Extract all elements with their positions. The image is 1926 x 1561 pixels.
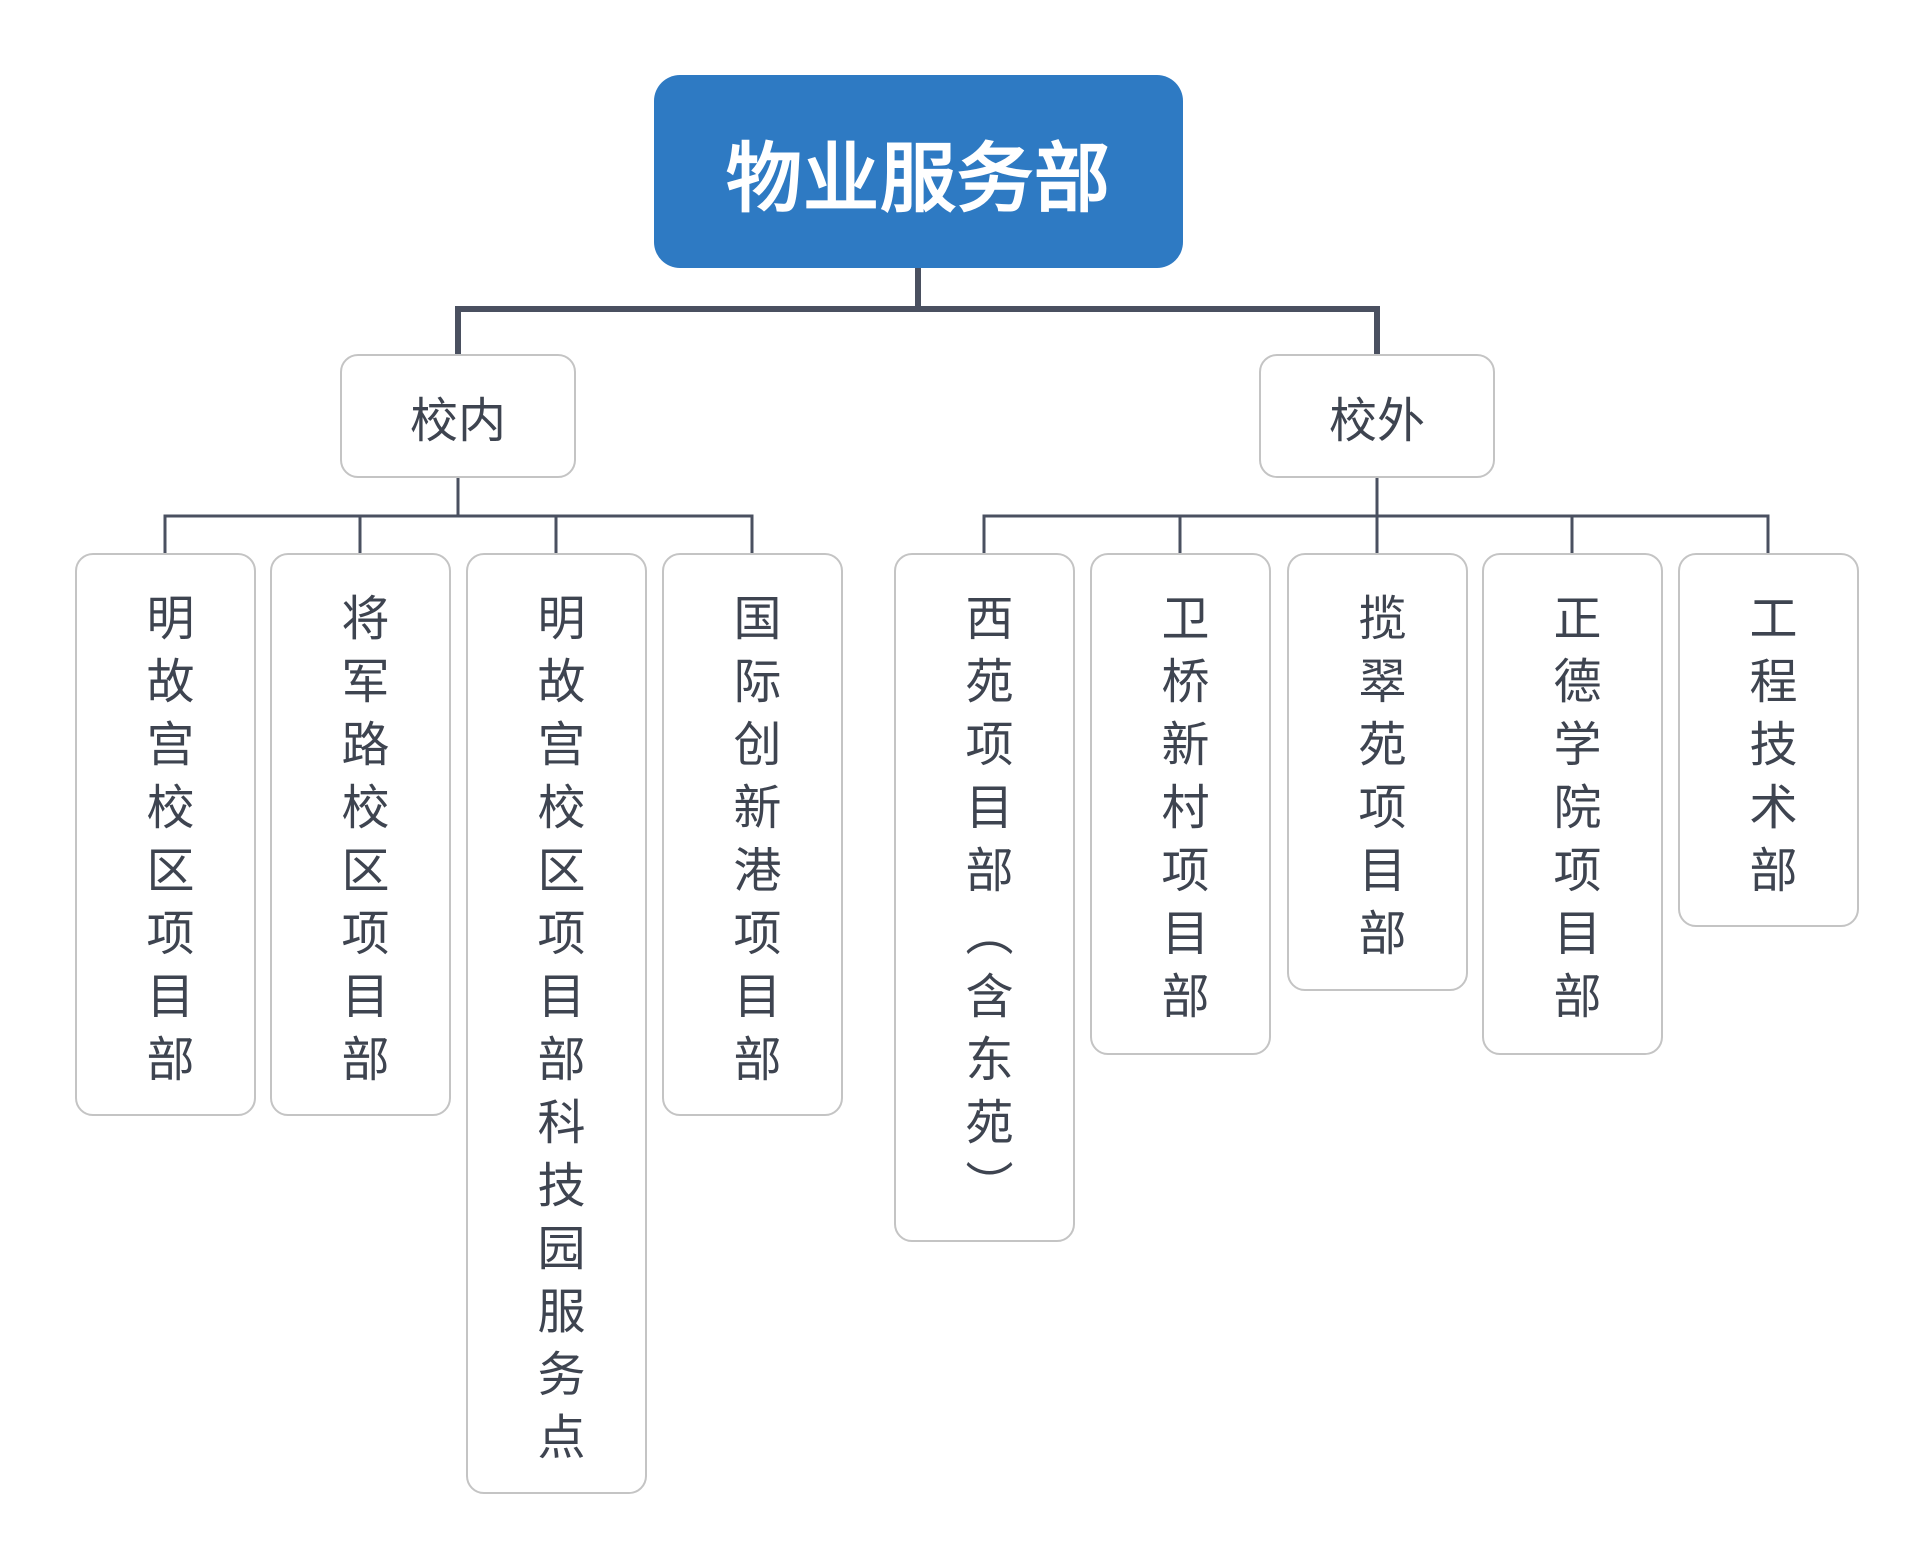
leaf-node-label: 西苑项目部（含东苑） [956,593,1013,1223]
root-node-label: 物业服务部 [726,133,1111,223]
leaf-node-label: 卫桥新村项目部 [1152,593,1209,1034]
leaf-node-label: 工程技术部 [1740,593,1797,908]
leaf-node-label: 揽翠苑项目部 [1349,593,1406,971]
leaf-node: 卫桥新村项目部 [1090,553,1271,1055]
group-node-off-campus: 校外 [1259,354,1495,478]
leaf-node: 工程技术部 [1678,553,1859,927]
root-node: 物业服务部 [654,75,1183,268]
group-node-label: 校外 [1328,393,1425,449]
leaf-node: 揽翠苑项目部 [1287,553,1468,991]
group-node-label: 校内 [409,393,506,449]
leaf-node: 国际创新港项目部 [662,553,843,1116]
leaf-node-label: 正德学院项目部 [1544,593,1601,1034]
leaf-node-label: 明故宫校区项目部科技园服务点 [528,593,585,1475]
leaf-node: 明故宫校区项目部 [75,553,256,1116]
leaf-node-label: 将军路校区项目部 [332,593,389,1097]
leaf-node: 西苑项目部（含东苑） [894,553,1075,1242]
leaf-node: 明故宫校区项目部科技园服务点 [466,553,647,1494]
leaf-node: 正德学院项目部 [1482,553,1663,1055]
group-node-on-campus: 校内 [340,354,576,478]
leaf-node-label: 国际创新港项目部 [724,593,781,1097]
leaf-node-label: 明故宫校区项目部 [137,593,194,1097]
leaf-node: 将军路校区项目部 [270,553,451,1116]
